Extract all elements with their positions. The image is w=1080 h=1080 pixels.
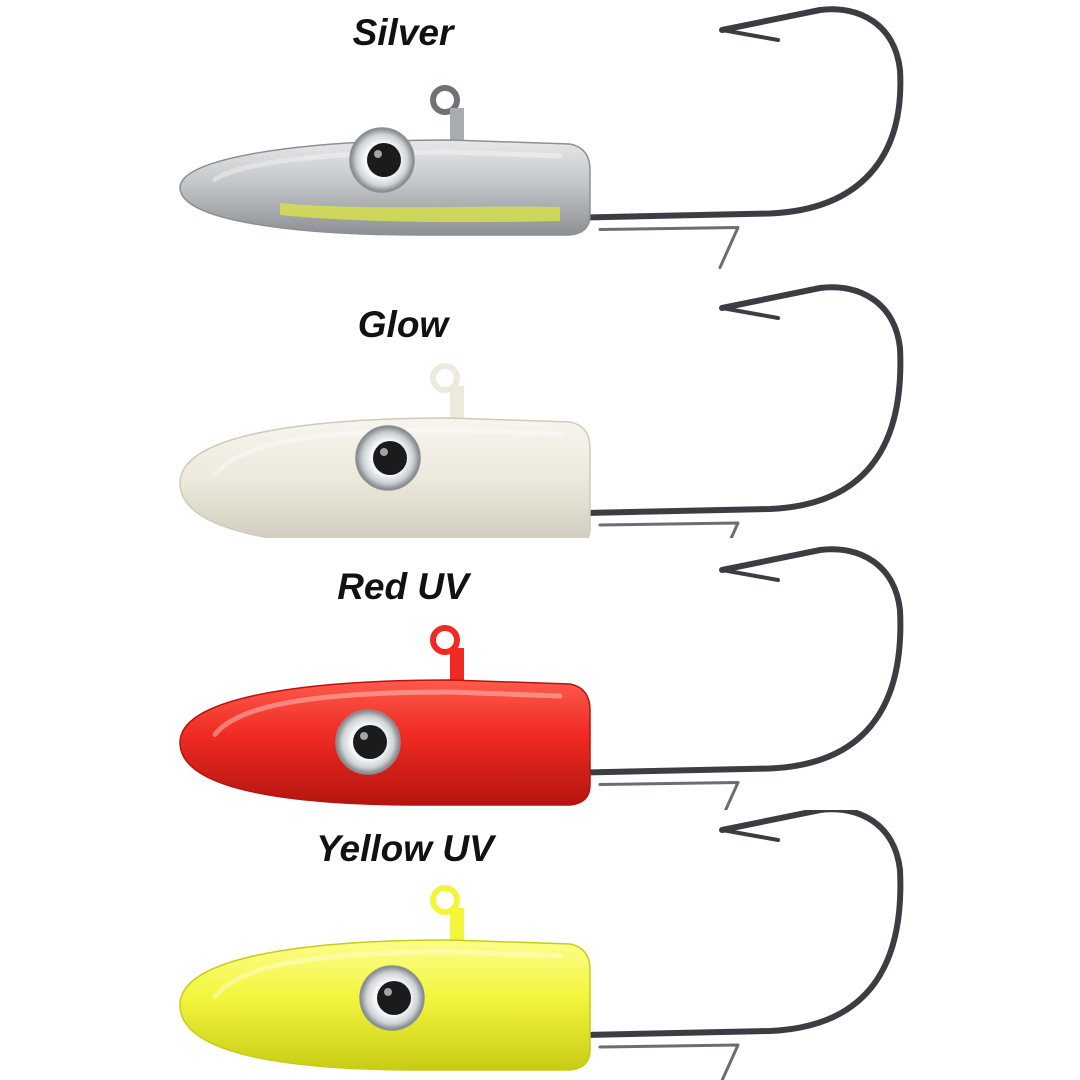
line-tie-eye <box>430 885 460 915</box>
hook-icon <box>582 546 904 776</box>
body-highlight <box>212 427 563 478</box>
body-highlight <box>212 949 563 1000</box>
variant-label-silver: Silver <box>352 12 454 53</box>
variant-red-uv: Red UV <box>0 540 1080 810</box>
line-tie-eye <box>430 625 460 655</box>
hook-icon <box>582 284 904 516</box>
variant-yellow-uv: Yellow UV <box>0 810 1080 1080</box>
line-tie-post <box>450 908 464 942</box>
jig-head-lure-glow <box>179 284 904 538</box>
keeper-wire <box>598 226 740 269</box>
jig-head-lure-silver <box>179 6 904 269</box>
eye-pupil <box>377 981 411 1015</box>
eye-glint <box>360 732 368 740</box>
hook-barb <box>720 306 780 320</box>
hook-icon <box>582 6 904 221</box>
hook-barb <box>720 28 780 42</box>
eye-glint <box>374 150 382 158</box>
variant-label-yellow-uv: Yellow UV <box>316 828 494 869</box>
belly-accent <box>280 203 560 223</box>
eye-pupil <box>367 143 401 177</box>
line-tie-post <box>450 386 464 420</box>
line-tie-eye <box>430 85 460 115</box>
jig-head-lure-red-uv <box>179 546 904 810</box>
eye-pupil <box>353 725 387 759</box>
eye-pupil <box>373 441 407 475</box>
hook-icon <box>582 810 904 1038</box>
line-tie-post <box>450 648 464 682</box>
variant-label-red-uv: Red UV <box>337 566 469 607</box>
keeper-wire <box>598 1043 740 1080</box>
jig-head-lure-yellow-uv <box>179 810 904 1080</box>
line-tie-eye <box>430 363 460 393</box>
hook-barb <box>720 828 780 842</box>
variant-glow: Glow <box>0 268 1080 538</box>
variant-silver: Silver <box>0 0 1080 270</box>
keeper-wire <box>598 781 740 810</box>
keeper-wire <box>598 521 740 538</box>
body-highlight <box>212 149 563 182</box>
line-tie-post <box>450 108 464 142</box>
eye-glint <box>380 448 388 456</box>
variant-label-glow: Glow <box>357 304 449 345</box>
body-highlight <box>212 689 563 737</box>
hook-barb <box>720 568 780 582</box>
eye-glint <box>384 988 392 996</box>
